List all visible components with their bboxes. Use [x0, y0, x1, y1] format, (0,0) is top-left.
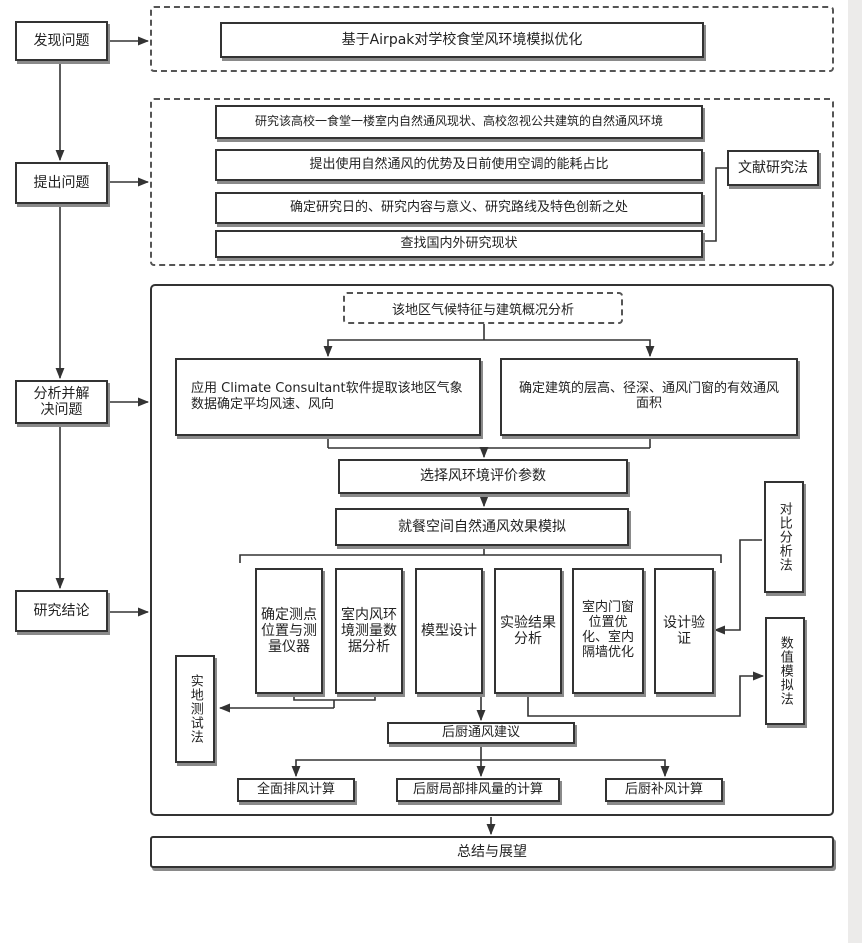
building-params-text: 确定建筑的层高、径深、通风门窗的有效通风面积 — [518, 381, 779, 411]
compare-method: 对比分析法 — [764, 481, 804, 593]
calc-general-exhaust: 全面排风计算 — [237, 778, 355, 802]
question-box-4: 查找国内外研究现状 — [215, 230, 703, 258]
step-optimization: 室内门窗位置优化、室内隔墙优化 — [572, 568, 644, 694]
discover-panel — [150, 6, 834, 72]
field-test-label: 实地测试法 — [187, 674, 203, 744]
kitchen-advice-box: 后厨通风建议 — [387, 722, 575, 744]
question-box-1: 研究该高校一食堂一楼室内自然通风现状、高校忽视公共建筑的自然通风环境 — [215, 105, 703, 139]
question-text-2: 提出使用自然通风的优势及日前使用空调的能耗占比 — [309, 157, 609, 173]
stage-conclusion-label: 研究结论 — [33, 602, 90, 619]
question-text-3: 确定研究日的、研究内容与意义、研究路线及特色创新之处 — [289, 200, 628, 216]
compare-method-label: 对比分析法 — [776, 502, 792, 572]
step-data-analysis: 室内风环境测量数据分析 — [335, 568, 403, 694]
method-link — [703, 167, 727, 242]
calc-makeup-air: 后厨补风计算 — [605, 778, 723, 802]
research-title: 基于Airpak对学校食堂风环境模拟优化 — [341, 31, 583, 48]
numeric-method: 数值模拟法 — [765, 617, 805, 725]
question-panel — [150, 98, 834, 266]
evaluation-params-label: 选择风环境评价参数 — [420, 468, 546, 485]
simulation-label: 就餐空间自然通风效果模拟 — [398, 518, 566, 535]
step-label-1: 确定测点位置与测量仪器 — [261, 606, 317, 656]
climate-consultant-box: 应用 Climate Consultant软件提取该地区气象数据确定平均风速、风… — [175, 358, 481, 436]
simulation-box: 就餐空间自然通风效果模拟 — [335, 508, 629, 546]
step-label-4: 实验结果分析 — [500, 614, 556, 647]
field-test-method: 实地测试法 — [175, 655, 215, 763]
question-box-3: 确定研究日的、研究内容与意义、研究路线及特色创新之处 — [215, 192, 703, 224]
summary-box: 总结与展望 — [150, 836, 834, 868]
step-model-design: 模型设计 — [415, 568, 483, 694]
numeric-method-label: 数值模拟法 — [777, 636, 793, 706]
climate-box: 该地区气候特征与建筑概况分析 — [343, 292, 623, 324]
calc-makeup-air-label: 后厨补风计算 — [624, 782, 703, 798]
stage-raise-problem-label: 提出问题 — [33, 174, 90, 191]
calc-general-exhaust-label: 全面排风计算 — [256, 782, 335, 798]
step-label-2: 室内风环境测量数据分析 — [341, 606, 397, 656]
step-label-6: 设计验证 — [663, 614, 705, 647]
numeric-link — [527, 671, 765, 717]
climate-consultant-text: 应用 Climate Consultant软件提取该地区气象数据确定平均风速、风… — [191, 381, 463, 412]
literature-method-label: 文献研究法 — [738, 159, 808, 176]
step-result-analysis: 实验结果分析 — [494, 568, 562, 694]
stage-discover-problem: 发现问题 — [15, 21, 108, 61]
analysis-frame — [150, 284, 834, 816]
stage-raise-problem: 提出问题 — [15, 162, 108, 204]
evaluation-params-box: 选择风环境评价参数 — [338, 459, 628, 494]
building-params-box: 确定建筑的层高、径深、通风门窗的有效通风面积 — [500, 358, 798, 436]
stage-conclusion: 研究结论 — [15, 590, 108, 632]
step-label-3: 模型设计 — [421, 622, 477, 639]
summary-label: 总结与展望 — [457, 843, 527, 860]
compare-link — [713, 539, 762, 635]
literature-method-box: 文献研究法 — [727, 150, 819, 186]
stage-discover-problem-label: 发现问题 — [33, 32, 90, 49]
calc-local-exhaust: 后厨局部排风量的计算 — [396, 778, 560, 802]
step-measure-points: 确定测点位置与测量仪器 — [255, 568, 323, 694]
question-box-2: 提出使用自然通风的优势及日前使用空调的能耗占比 — [215, 149, 703, 181]
stage-analyze-solve: 分析并解决问题 — [15, 380, 108, 424]
research-title-box: 基于Airpak对学校食堂风环境模拟优化 — [220, 22, 704, 58]
climate-label: 该地区气候特征与建筑概况分析 — [391, 302, 574, 318]
stage-analyze-solve-label: 分析并解决问题 — [33, 385, 90, 418]
kitchen-advice-label: 后厨通风建议 — [441, 725, 520, 741]
question-text-4: 查找国内外研究现状 — [400, 236, 518, 252]
question-text-1: 研究该高校一食堂一楼室内自然通风现状、高校忽视公共建筑的自然通风环境 — [254, 114, 663, 129]
step-verification: 设计验证 — [654, 568, 714, 694]
calc-local-exhaust-label: 后厨局部排风量的计算 — [412, 782, 543, 798]
step-label-5: 室内门窗位置优化、室内隔墙优化 — [581, 600, 634, 660]
scan-edge — [848, 0, 862, 943]
